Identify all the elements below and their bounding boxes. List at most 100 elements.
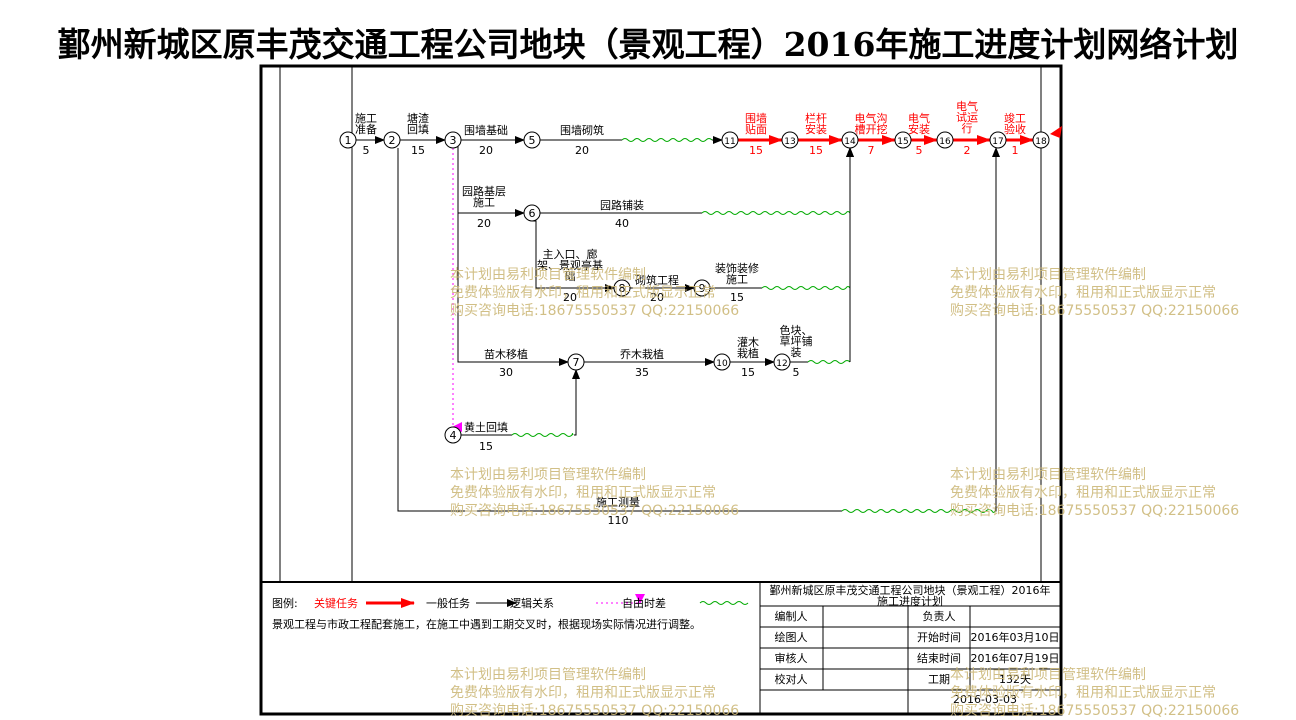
- legend-prefix: 图例:: [272, 596, 298, 610]
- node-12[interactable]: 12: [773, 353, 791, 371]
- node-7[interactable]: 7: [567, 353, 585, 371]
- task-duration: 2: [964, 144, 971, 157]
- node-6[interactable]: 6: [523, 204, 541, 222]
- edge-4-7-float: [511, 433, 574, 437]
- node-9[interactable]: 9: [693, 279, 711, 297]
- table-right-value: 2016年07月19日: [971, 651, 1060, 665]
- node-11[interactable]: 11: [721, 131, 739, 149]
- edge-12-14-float: [807, 360, 851, 364]
- task-t3[interactable]: 围墙基础 20: [464, 123, 508, 157]
- table-left-label: 审核人: [775, 651, 808, 665]
- task-t12[interactable]: 园路铺装 40: [600, 199, 644, 230]
- task-name: 施工: [726, 273, 748, 286]
- task-duration: 20: [479, 144, 493, 157]
- node-label: 12: [776, 359, 787, 369]
- node-17[interactable]: 17: [989, 131, 1007, 149]
- task-name: 竣工: [1004, 111, 1026, 125]
- node-2[interactable]: 2: [383, 131, 401, 149]
- table-title-line1: 鄞州新城区原丰茂交通工程公司地块（景观工程）2016年: [770, 583, 1051, 597]
- legend-item-label: 一般任务: [426, 597, 470, 610]
- task-name: 灌木: [737, 336, 759, 349]
- edge-5-11-float: [621, 138, 713, 142]
- task-name: 栏杆: [805, 111, 827, 125]
- node-16[interactable]: 16: [936, 131, 954, 149]
- node-label: 18: [1035, 137, 1047, 147]
- node-8[interactable]: 8: [613, 279, 631, 297]
- node-label: 10: [716, 359, 728, 369]
- node-15[interactable]: 15: [894, 131, 912, 149]
- node-circle: [781, 131, 799, 149]
- task-name: 准备: [355, 122, 377, 136]
- task-duration: 110: [608, 514, 629, 527]
- task-name: 行: [962, 122, 973, 135]
- task-name: 施工测量: [596, 496, 640, 509]
- node-3[interactable]: 3: [444, 131, 462, 149]
- node-circle: [613, 279, 631, 297]
- task-name: 主入口、廊: [543, 247, 598, 261]
- node-13[interactable]: 13: [781, 131, 799, 149]
- node-label: 4: [450, 429, 457, 442]
- table-title-line2: 施工进度计划: [877, 594, 943, 608]
- node-5[interactable]: 5: [523, 131, 541, 149]
- edge-2-17-float: [841, 509, 996, 513]
- page-title: 鄞州新城区原丰茂交通工程公司地块（景观工程）2016年施工进度计划网络计划: [57, 25, 1239, 64]
- node-4[interactable]: 4: [444, 426, 462, 444]
- task-name: 塘渣: [407, 111, 429, 125]
- task-duration: 15: [749, 144, 763, 157]
- node-circle: [444, 426, 462, 444]
- node-label: 15: [897, 137, 908, 147]
- task-name: 装: [791, 346, 802, 359]
- task-duration: 15: [730, 291, 744, 304]
- table-date: 2016-03-03: [953, 693, 1017, 706]
- task-duration: 5: [363, 144, 370, 157]
- edge-9-14-float: [761, 286, 851, 290]
- task-name: 园路铺装: [600, 199, 644, 212]
- legend-layer: 图例:关键任务一般任务逻辑关系自由时差景观工程与市政工程配套施工，在施工中遇到工…: [272, 594, 749, 631]
- task-name: 安装: [805, 122, 827, 136]
- table-right-value: 2016年03月10日: [971, 630, 1060, 644]
- node-circle: [444, 131, 462, 149]
- task-duration: 35: [635, 366, 649, 379]
- node-18[interactable]: 18: [1032, 131, 1050, 149]
- task-duration: 40: [615, 217, 629, 230]
- task-duration: 20: [650, 291, 664, 304]
- node-14[interactable]: 14: [841, 131, 859, 149]
- task-name: 施工: [355, 112, 377, 125]
- node-circle: [339, 131, 357, 149]
- node-circle: [894, 131, 912, 149]
- task-name: 槽开挖: [855, 122, 888, 136]
- task-t21[interactable]: 施工测量 110: [596, 496, 640, 527]
- finish-flag-icon: [1050, 126, 1062, 138]
- task-name: 电气: [908, 111, 930, 125]
- edge-3-7: [457, 213, 569, 366]
- table-left-label: 校对人: [775, 672, 808, 686]
- task-name: 试运: [956, 111, 978, 124]
- node-10[interactable]: 10: [713, 353, 731, 371]
- node-label: 5: [529, 134, 536, 147]
- node-circle: [841, 131, 859, 149]
- edges-layer: [356, 135, 1034, 513]
- task-name: 围墙基础: [464, 123, 508, 137]
- edge-2-17: [397, 148, 842, 512]
- node-1[interactable]: 1: [339, 131, 357, 149]
- node-label: 16: [939, 137, 951, 147]
